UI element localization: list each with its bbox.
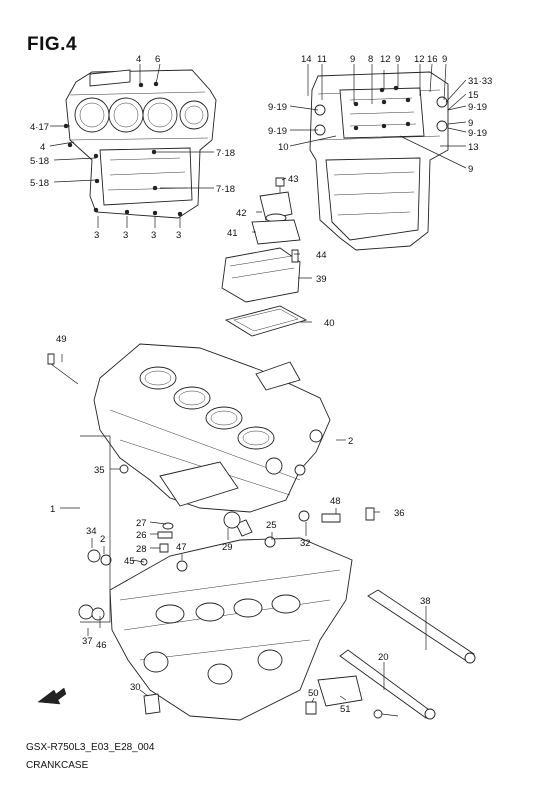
callout-label: 9 bbox=[468, 164, 473, 175]
callout-label: 36 bbox=[394, 508, 405, 519]
callout-label: 16 bbox=[427, 54, 438, 65]
callout-label: 7·18 bbox=[216, 148, 235, 159]
callout-label: 28 bbox=[136, 544, 147, 555]
callout-label: 20 bbox=[378, 652, 389, 663]
lower-crankcase bbox=[109, 519, 353, 721]
callout-label: 10 bbox=[278, 142, 289, 153]
callout-label: 51 bbox=[340, 704, 351, 715]
callout-label: 9 bbox=[350, 54, 355, 65]
upper-crankcase bbox=[93, 343, 331, 513]
upper-crankcase-top-view bbox=[63, 69, 217, 219]
callout-label: 13 bbox=[468, 142, 479, 153]
callout-label: 9·19 bbox=[268, 126, 287, 137]
callout-label: 3 bbox=[123, 230, 128, 241]
callout-label: 4 bbox=[136, 54, 141, 65]
callout-label: 41 bbox=[227, 228, 238, 239]
callout-label: 48 bbox=[330, 496, 341, 507]
section-name: CRANKCASE bbox=[26, 760, 89, 771]
callout-label: 32 bbox=[300, 538, 311, 549]
callout-label: 40 bbox=[324, 318, 335, 329]
callout-label: 26 bbox=[136, 530, 147, 541]
leader-lines bbox=[49, 63, 467, 717]
callout-label: 14 bbox=[301, 54, 312, 65]
callout-label: 8 bbox=[368, 54, 373, 65]
callout-label: 34 bbox=[86, 526, 97, 537]
callout-label: 12 bbox=[414, 54, 425, 65]
figure-title: FIG.4 bbox=[27, 34, 78, 55]
callout-label: 29 bbox=[222, 542, 233, 553]
callout-labels: 4 6 4·17 4 5·18 5·18 3 3 3 3 7·18 7·18 1… bbox=[30, 54, 492, 715]
callout-label: 3 bbox=[94, 230, 99, 241]
breather-cover-group bbox=[221, 177, 308, 337]
callout-label: 45 bbox=[124, 556, 135, 567]
callout-label: 6 bbox=[155, 54, 160, 65]
callout-label: 11 bbox=[317, 54, 327, 65]
callout-label: 9 bbox=[395, 54, 400, 65]
callout-label: 5·18 bbox=[30, 178, 49, 189]
callout-label: 35 bbox=[94, 465, 105, 476]
forward-arrow-icon bbox=[37, 687, 67, 705]
callout-label: 12 bbox=[380, 54, 391, 65]
callout-label: 37 bbox=[82, 636, 93, 647]
callout-label: 7·18 bbox=[216, 184, 235, 195]
callout-label: 2 bbox=[100, 534, 105, 545]
callout-label: 3 bbox=[151, 230, 156, 241]
callout-label: 44 bbox=[316, 250, 327, 261]
callout-label: 1 bbox=[50, 504, 55, 515]
callout-label: 30 bbox=[130, 682, 141, 693]
callout-label: 2 bbox=[348, 436, 353, 447]
callout-label: 3 bbox=[176, 230, 181, 241]
model-code: GSX-R750L3_E03_E28_004 bbox=[26, 742, 155, 753]
callout-label: 47 bbox=[176, 542, 187, 553]
callout-label: 9 bbox=[468, 118, 473, 129]
callout-label: 25 bbox=[266, 520, 277, 531]
callout-label: 9·19 bbox=[468, 102, 487, 113]
callout-label: 4 bbox=[40, 142, 45, 153]
lower-crankcase-bottom-view bbox=[309, 71, 449, 251]
callout-label: 43 bbox=[288, 174, 299, 185]
callout-label: 38 bbox=[420, 596, 431, 607]
callout-label: 9·19 bbox=[468, 128, 487, 139]
callout-label: 46 bbox=[96, 640, 107, 651]
callout-label: 31·33 bbox=[468, 76, 492, 87]
callout-label: 9·19 bbox=[268, 102, 287, 113]
small-parts bbox=[47, 353, 476, 720]
callout-label: 49 bbox=[56, 334, 67, 345]
callout-label: 27 bbox=[136, 518, 147, 529]
callout-label: 4·17 bbox=[30, 122, 49, 133]
callout-label: 42 bbox=[236, 208, 247, 219]
callout-label: 50 bbox=[308, 688, 319, 699]
callout-label: 15 bbox=[468, 90, 479, 101]
callout-label: 5·18 bbox=[30, 156, 49, 167]
callout-label: 9 bbox=[442, 54, 447, 65]
callout-label: 39 bbox=[316, 274, 327, 285]
